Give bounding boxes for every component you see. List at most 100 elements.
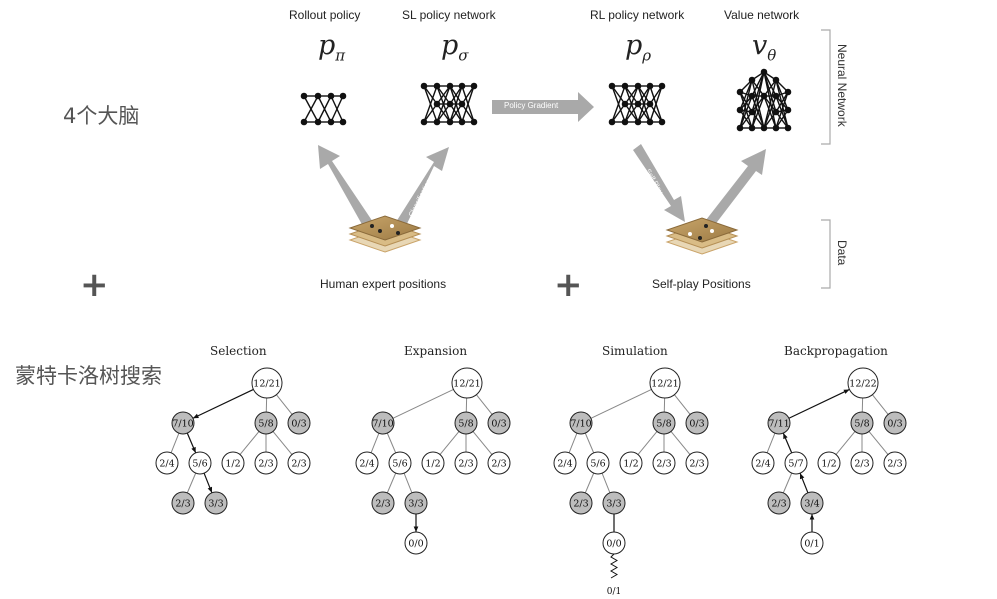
mcts-step-title: Expansion (404, 344, 468, 358)
net-node (621, 118, 629, 126)
tree-node (685, 451, 709, 475)
tree-node-label: 5/8 (458, 419, 473, 430)
net-node (784, 88, 792, 96)
tree-node-label: 2/3 (175, 499, 190, 510)
brains-label: 4个大脑 (63, 104, 140, 128)
net-node (621, 82, 629, 90)
tree-node-label: 0/1 (804, 539, 819, 550)
net-node (339, 118, 347, 126)
net-node (458, 100, 466, 108)
tree-node-label: 2/3 (771, 499, 786, 510)
net-node (760, 92, 768, 100)
net-node (470, 82, 478, 90)
tree-node-label: 2/4 (557, 459, 572, 470)
tree-node-label: 0/0 (606, 539, 621, 550)
mcts-step-title: Simulation (602, 344, 668, 358)
tree-node-label: 1/2 (623, 459, 638, 470)
tree-node (371, 491, 395, 515)
tree-node (850, 451, 874, 475)
net-node (300, 118, 308, 126)
tree-node-label: 7/10 (372, 419, 393, 430)
plus-icon: + (554, 265, 583, 305)
tree-node (652, 451, 676, 475)
tree-node-label: 2/3 (375, 499, 390, 510)
tree-node-label: 2/4 (159, 459, 174, 470)
net-node (339, 92, 347, 100)
tree-node-label: 0/0 (408, 539, 423, 550)
network-title: RL policy network (590, 8, 685, 22)
network-title: SL policy network (402, 8, 496, 22)
data-side-label: Data (835, 240, 849, 266)
plus-icon: + (80, 265, 109, 305)
tree-node (800, 531, 824, 555)
selfplay-positions-caption: Self-play Positions (652, 277, 751, 291)
value-net-icon (736, 68, 792, 132)
net-node (772, 76, 780, 84)
tree-node-label: 2/4 (755, 459, 770, 470)
net-node (433, 118, 441, 126)
net-node (646, 100, 654, 108)
tree-node (817, 451, 841, 475)
net-node (433, 100, 441, 108)
rl-net-icon (608, 82, 666, 126)
tree-node-label: 5/8 (656, 419, 671, 430)
net-node (772, 92, 780, 100)
tree-node (487, 411, 511, 435)
tree-node (404, 531, 428, 555)
tree-node (287, 411, 311, 435)
tree-node-label: 3/3 (408, 499, 423, 510)
tree-node-label: 0/3 (887, 419, 902, 430)
net-node (634, 100, 642, 108)
net-node (621, 100, 629, 108)
tree-node-label: 2/4 (359, 459, 374, 470)
net-node (784, 124, 792, 132)
classification-arrow (396, 147, 449, 228)
tree-node (767, 491, 791, 515)
tree-node-label: 3/3 (208, 499, 223, 510)
neural-network-side-label: Neural Network (835, 44, 849, 127)
tree-node-label: 12/21 (453, 379, 480, 390)
net-node (608, 118, 616, 126)
selfplay-board-stack (665, 217, 739, 255)
tree-node (421, 451, 445, 475)
classification-arrow (318, 145, 373, 228)
tree-node (685, 411, 709, 435)
tree-node-label: 0/3 (491, 419, 506, 430)
alphago-diagram (300, 29, 831, 289)
tree-node (767, 411, 791, 435)
net-node (420, 82, 428, 90)
tree-node-label: 5/8 (258, 419, 273, 430)
tree-node-label: 12/21 (253, 379, 280, 390)
tree-node (371, 411, 395, 435)
self-play-arrow (633, 144, 685, 222)
tree-node-label: 1/2 (821, 459, 836, 470)
tree-node-label: 2/3 (491, 459, 506, 470)
tree-node-label: 0/3 (291, 419, 306, 430)
tree-node (171, 491, 195, 515)
tree-node (254, 451, 278, 475)
tree-node (784, 451, 808, 475)
tree-node (847, 367, 879, 399)
net-node (736, 124, 744, 132)
sl-net-icon (420, 82, 478, 126)
net-node (760, 68, 768, 76)
net-node (646, 82, 654, 90)
tree-node (652, 411, 676, 435)
net-node (658, 118, 666, 126)
net-node (760, 124, 768, 132)
tree-node (569, 491, 593, 515)
net-node (446, 82, 454, 90)
net-node (300, 92, 308, 100)
rollout-squiggle (610, 553, 618, 579)
tree-node (355, 451, 379, 475)
tree-node (487, 451, 511, 475)
tree-node-label: 1/2 (425, 459, 440, 470)
net-node (658, 82, 666, 90)
tree-node-label: 7/11 (768, 419, 789, 430)
tree-node-label: 0/3 (689, 419, 704, 430)
network-symbol: pσ (441, 30, 469, 65)
net-node (634, 82, 642, 90)
tree-node (287, 451, 311, 475)
